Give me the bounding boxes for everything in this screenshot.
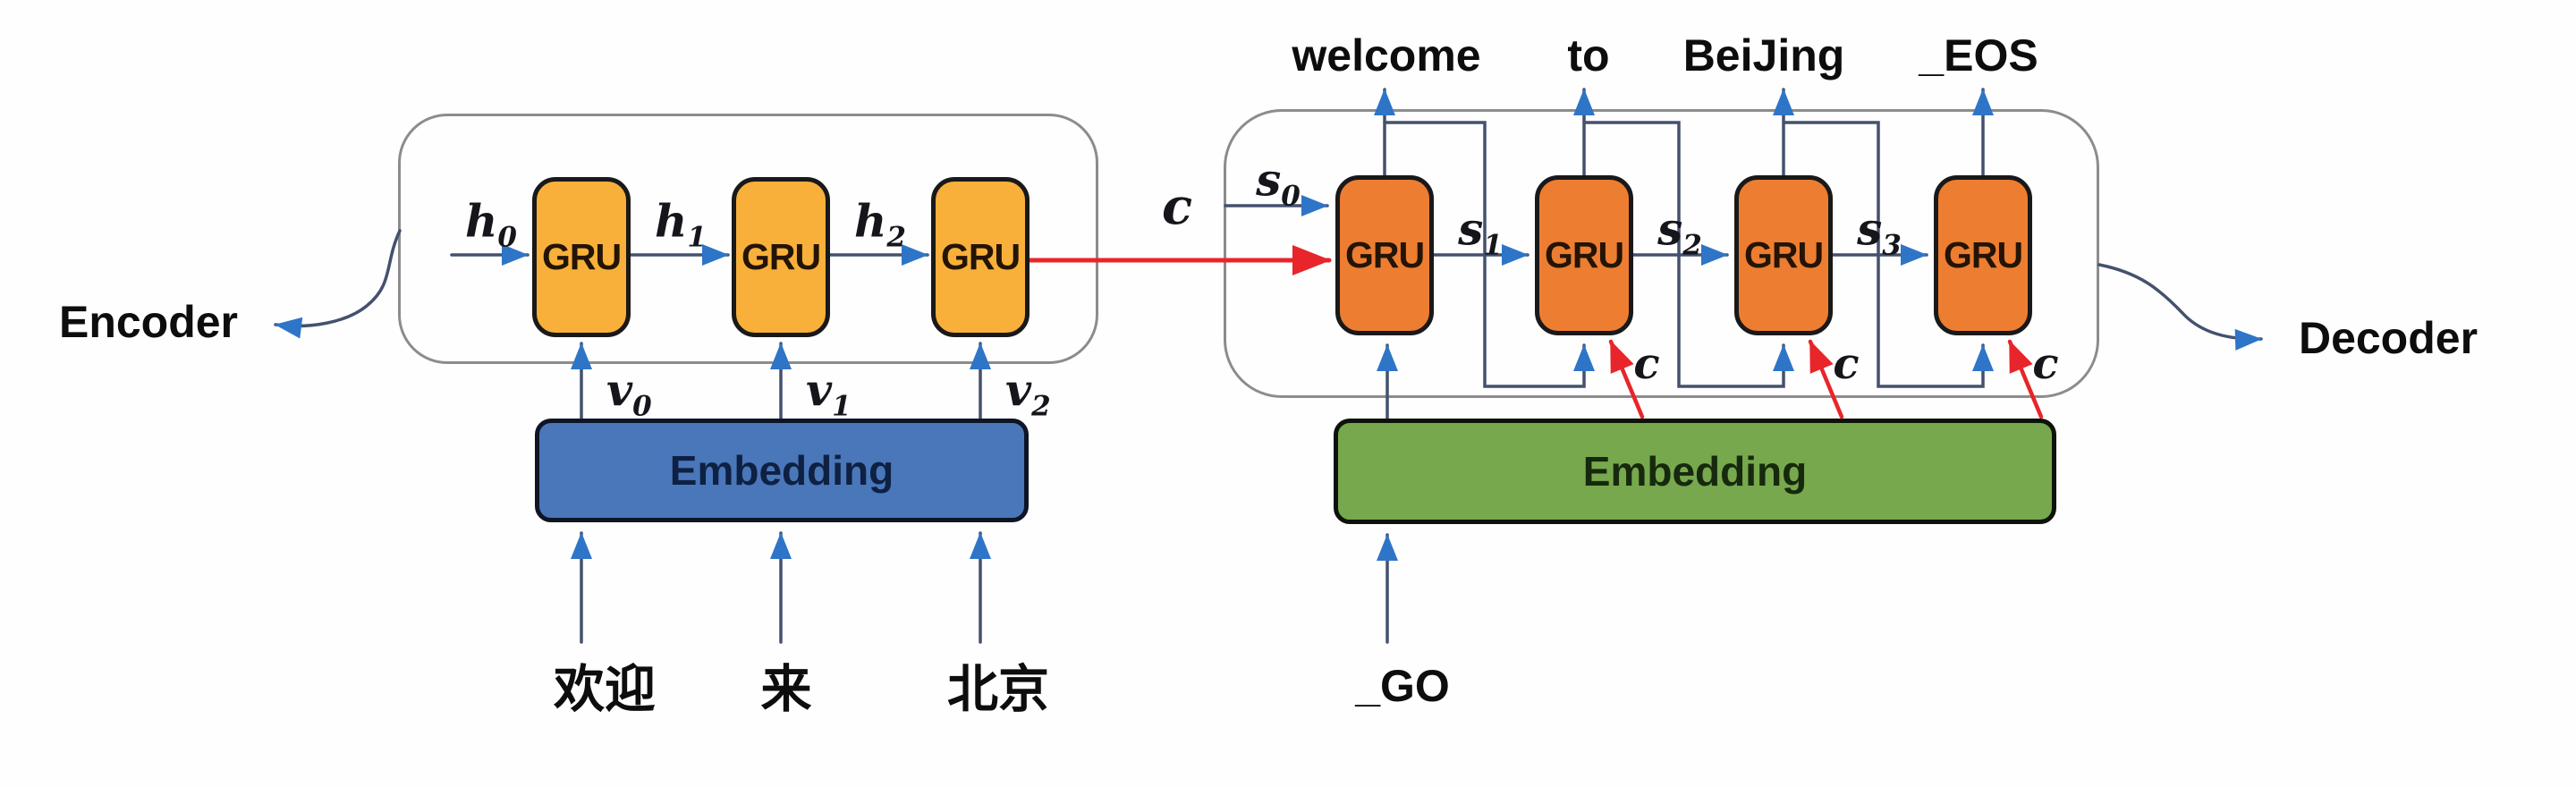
decoder-section-label: Decoder xyxy=(2298,313,2479,363)
output-word-eos: _EOS xyxy=(1919,30,2038,80)
output-word-welcome: welcome xyxy=(1292,30,1481,80)
context-arrow-step2 xyxy=(1608,339,1645,419)
context-arrow-step4 xyxy=(2007,339,2044,419)
input-token-go: _GO xyxy=(1355,661,1450,711)
decoder-embedding-label: Embedding xyxy=(1582,448,1808,495)
input-vector-label-v2: v2 xyxy=(1005,363,1051,423)
output-word-to: to xyxy=(1567,30,1610,80)
encoder-gru-3-label: GRU xyxy=(940,236,1021,277)
decoder-gru-1: GRU xyxy=(1335,175,1434,335)
encoder-gru-2: GRU xyxy=(732,177,830,337)
encoder-section-label: Encoder xyxy=(58,297,239,347)
decoder-gru-1-label: GRU xyxy=(1344,234,1425,275)
input-vector-label-v0: v0 xyxy=(606,363,652,423)
context-label-step2: c xyxy=(1633,339,1660,389)
encoder-gru-1: GRU xyxy=(532,177,631,337)
decoder-gru-4-label: GRU xyxy=(1943,234,2023,275)
state-label-s3: s3 xyxy=(1857,202,1902,262)
decoder-gru-2: GRU xyxy=(1535,175,1633,335)
state-label-s2: s2 xyxy=(1657,202,1702,262)
context-arrow-step3 xyxy=(1808,339,1844,419)
decoder-gru-3: GRU xyxy=(1734,175,1833,335)
output-word-beijing: BeiJing xyxy=(1682,30,1845,80)
input-token-0: 欢迎 xyxy=(554,661,656,718)
input-token-2: 北京 xyxy=(947,661,1049,718)
decoder-container xyxy=(1224,109,2099,398)
encoder-container xyxy=(398,114,1098,364)
input-vector-label-v1: v1 xyxy=(806,363,852,423)
feedback1-path xyxy=(1383,121,1595,388)
hidden-state-label-h2: h2 xyxy=(854,194,906,254)
decoder-gru-4: GRU xyxy=(1934,175,2032,335)
context-label: c xyxy=(1161,177,1193,236)
feedback2-path xyxy=(1582,121,1794,388)
decoder-gru-3-label: GRU xyxy=(1743,234,1824,275)
encoder-callout-arrow xyxy=(274,229,402,339)
encoder-embedding-label: Embedding xyxy=(669,447,894,494)
decoder-embedding-box: Embedding xyxy=(1334,419,2056,524)
decoder-callout-arrow xyxy=(2097,263,2263,351)
hidden-state-label-h1: h1 xyxy=(655,194,707,254)
state-label-s0: s0 xyxy=(1256,153,1301,213)
hidden-state-label-h0: h0 xyxy=(465,194,517,254)
input-token-1: 来 xyxy=(760,661,812,718)
context-label-step4: c xyxy=(2032,339,2059,389)
encoder-gru-3: GRU xyxy=(931,177,1030,337)
decoder-gru-2-label: GRU xyxy=(1544,234,1624,275)
state-label-s1: s1 xyxy=(1458,202,1503,262)
encoder-gru-1-label: GRU xyxy=(541,236,622,277)
feedback3-path xyxy=(1782,121,1994,388)
context-label-step3: c xyxy=(1833,339,1860,389)
encoder-gru-2-label: GRU xyxy=(741,236,821,277)
encoder-embedding-box: Embedding xyxy=(535,419,1029,522)
